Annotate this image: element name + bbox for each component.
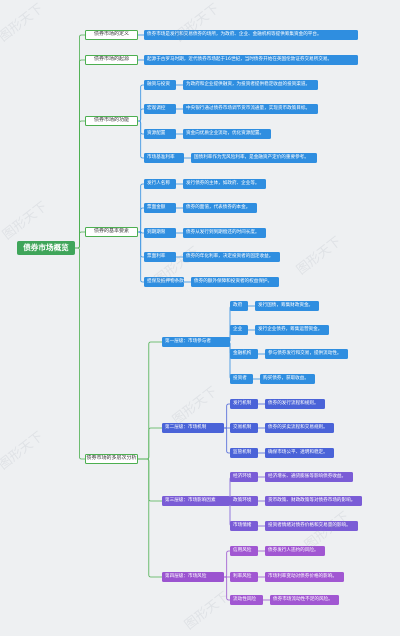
subtopic-3-4[interactable]: 市场基准利率 (144, 153, 184, 163)
connector-line (138, 427, 162, 460)
factor-note-3-2[interactable]: 货币政策、财政政策等对债券市场的影响。 (265, 496, 363, 506)
connector-line (224, 576, 230, 601)
connector-line (138, 120, 144, 159)
factor-note-2-2[interactable]: 债券的买卖流程和交易规则。 (265, 423, 335, 433)
subtopic-3-2[interactable]: 宏观调控 (144, 104, 176, 114)
factor-3-3[interactable]: 市场情绪 (230, 521, 258, 531)
subtopic-4-2[interactable]: 票面金额 (144, 203, 176, 213)
definition-note-1[interactable]: 债券市场是发行和交易债券的场所，为政府、企业、金融机构等提供筹集资金的平台。 (144, 30, 358, 40)
factor-4-3[interactable]: 流动性风险 (230, 595, 263, 605)
factor-note-1-3[interactable]: 参与债券发行和交易，提供流动性。 (265, 349, 349, 359)
subtopic-3-1[interactable]: 融资与投资 (144, 80, 176, 90)
factor-2-1[interactable]: 发行机制 (230, 399, 258, 409)
subtopic-note-3-4[interactable]: 国债利率作为无风险利率，是金融资产定价的重要参考。 (191, 153, 317, 163)
factor-note-4-2[interactable]: 市场利率变动对债券价格的影响。 (265, 572, 344, 582)
subtopic-4-3[interactable]: 到期期限 (144, 228, 176, 238)
factor-1-2[interactable]: 企业 (230, 325, 248, 335)
factor-2-3[interactable]: 监管机制 (230, 448, 258, 458)
subtopic-note-4-1[interactable]: 发行债券的主体，如政府、企业等。 (183, 179, 267, 189)
connector-line (138, 458, 162, 502)
subtopic-note-3-1[interactable]: 为政府和企业提供融资，为投资者提供稳定收益的投资渠道。 (183, 80, 318, 90)
level-topic-2[interactable]: 第二层级：市场机制 (162, 423, 224, 433)
connector-line (138, 341, 162, 460)
factor-2-2[interactable]: 交易机制 (230, 423, 258, 433)
root-topic[interactable]: 债券市场概览 (17, 241, 75, 255)
connector-line (75, 231, 85, 249)
connector-line (75, 120, 85, 249)
factor-note-4-3[interactable]: 债券市场流动性不足的风险。 (270, 595, 340, 605)
branch-topic-1[interactable]: 债券市场的定义 (85, 30, 138, 40)
connector-line (224, 427, 230, 454)
factor-note-3-1[interactable]: 经济增长、通货膨胀等影响债券收益。 (265, 472, 353, 482)
factor-note-3-3[interactable]: 投资者情绪对债券价格和交易量的影响。 (265, 521, 358, 531)
factor-note-1-4[interactable]: 购买债券，获取收益。 (260, 374, 315, 384)
connector-line (75, 59, 85, 249)
factor-note-1-2[interactable]: 发行企业债券，筹集运营资金。 (255, 325, 329, 335)
subtopic-4-4[interactable]: 票面利率 (144, 252, 176, 262)
factor-note-1-1[interactable]: 发行国债，筹集财政资金。 (255, 301, 320, 311)
factor-note-4-1[interactable]: 债券发行人违约的风险。 (265, 546, 325, 556)
subtopic-note-4-5[interactable]: 债券的额外保障和投资者的权益保护。 (191, 277, 279, 287)
subtopic-4-5[interactable]: 担保及抵押物条款 (144, 277, 184, 287)
level-topic-1[interactable]: 第一层级：市场参与者 (162, 337, 230, 347)
subtopic-4-1[interactable]: 发行人名称 (144, 179, 176, 189)
factor-4-2[interactable]: 利率风险 (230, 572, 258, 582)
branch-topic-5[interactable]: 债券市场的多层次分析 (85, 454, 138, 464)
subtopic-note-4-2[interactable]: 债券的面值，代表债券的本金。 (183, 203, 257, 213)
subtopic-note-3-3[interactable]: 资金向优质企业流动，优化资源配置。 (183, 129, 271, 139)
factor-4-1[interactable]: 信用风险 (230, 546, 258, 556)
factor-note-2-3[interactable]: 确保市场公平、透明和稳定。 (265, 448, 335, 458)
branch-topic-4[interactable]: 债券的基本要素 (85, 227, 138, 237)
factor-3-1[interactable]: 经济环境 (230, 472, 258, 482)
factor-note-2-1[interactable]: 债券的发行流程和规则。 (265, 399, 325, 409)
subtopic-note-4-4[interactable]: 债券的年化利率，决定投资者的固定收益。 (183, 252, 281, 262)
subtopic-note-3-2[interactable]: 中央银行通过债券市场调节货币流通量，实现货币政策目标。 (183, 104, 318, 114)
factor-3-2[interactable]: 政策环境 (230, 496, 258, 506)
subtopic-note-4-3[interactable]: 债券从发行到到期偿还的时间长度。 (183, 228, 267, 238)
branch-topic-3[interactable]: 债券市场的功能 (85, 116, 138, 126)
branch-topic-2[interactable]: 债券市场的起源 (85, 55, 138, 65)
connector-line (75, 247, 85, 460)
level-topic-4[interactable]: 第四层级：市场风险 (162, 572, 224, 582)
connector-line (75, 34, 85, 249)
connector-line (138, 458, 162, 578)
factor-1-4[interactable]: 投资者 (230, 374, 253, 384)
subtopic-3-3[interactable]: 资源配置 (144, 129, 176, 139)
definition-note-2[interactable]: 起源于古罗马时期，近代债券市场起于16世纪，当时债券开始在英国伦敦证券交易所交易… (144, 55, 358, 65)
level-topic-3[interactable]: 第三层级：市场影响因素 (162, 496, 230, 506)
factor-1-1[interactable]: 政府 (230, 301, 248, 311)
factor-1-3[interactable]: 金融机构 (230, 349, 258, 359)
connector-line (138, 231, 144, 283)
